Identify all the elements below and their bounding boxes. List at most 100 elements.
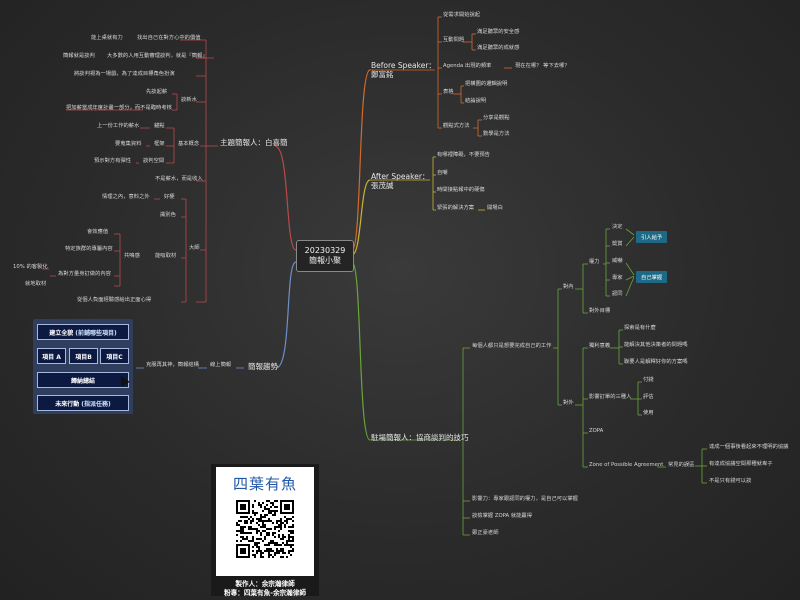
node-self-mock[interactable]: 自嘲 (437, 170, 448, 176)
branch-before-name[interactable]: 鄭富銘 (371, 70, 394, 79)
node-internal[interactable]: 對內 (563, 284, 574, 290)
node-unique-meaning[interactable]: 獨利意義 (589, 343, 611, 349)
panel-action-button[interactable]: 未來行動 (指派任務) (37, 395, 129, 411)
node-not-only-money[interactable]: 不是只有錢可以談 (709, 478, 752, 484)
node-frame[interactable]: 框架 (154, 141, 165, 147)
branch-after-title[interactable]: After Speaker： (371, 172, 430, 181)
node-conclusion[interactable]: 結論說明 (465, 98, 487, 104)
node-agreement-space[interactable]: 有達成協議空間那種就卑子 (709, 461, 773, 467)
node-good-hook[interactable]: 好梗 (164, 194, 175, 200)
node-own-job[interactable]: 每個人都只是想要完成自己的工作 (472, 343, 552, 349)
node-flexible[interactable]: 預示對方有彈性 (94, 158, 132, 164)
node-no-preview[interactable]: 有哪裡障礙，不要預告 (437, 152, 490, 158)
node-where[interactable]: 現在在哪？ 等下去哪？ (515, 63, 570, 69)
node-recognize[interactable]: 認同 (612, 291, 623, 297)
node-negative-exp[interactable]: 從個人負面經驗感給出正面心得 (77, 297, 152, 303)
node-resonance[interactable]: 共鳴感 (124, 253, 140, 259)
node-use[interactable]: 使用 (643, 410, 654, 416)
branch-bai-title[interactable]: 主題簡報人：白喜簡 (220, 138, 288, 147)
node-custom[interactable]: 10% 的客製化 (13, 264, 48, 270)
node-zone-agreement[interactable]: Zone of Possible Agreement (589, 462, 664, 468)
qr-module (250, 522, 252, 524)
root-node[interactable]: 20230329 簡報小聚 (296, 240, 354, 272)
tag-others-give[interactable]: 引人給予 (636, 231, 668, 243)
node-table[interactable]: 表格 (443, 89, 454, 95)
qr-module (272, 540, 274, 542)
node-structure[interactable]: 克服再其神，簡報結構 (146, 362, 199, 368)
node-evaluate[interactable]: 評估 (643, 394, 654, 400)
node-raise-plan[interactable]: 把加薪當成年度計畫一部分，而不是臨時考核 (66, 105, 172, 111)
node-effect[interactable]: 會效應值 (87, 229, 109, 235)
node-anchor[interactable]: 錨點 (154, 123, 165, 129)
node-explain-plan[interactable]: 聯要人是解釋好你的方案嗎 (624, 359, 688, 365)
node-bad-deal[interactable]: 達成一個事後看起來不理明的協議 (709, 444, 789, 450)
node-logic[interactable]: 把橫圖的邏輯說明 (465, 81, 508, 87)
node-math-method[interactable]: 數學是方法 (483, 131, 510, 137)
node-external-goal[interactable]: 對外目標 (589, 308, 611, 314)
qr-module (242, 516, 244, 518)
branch-after-name[interactable]: 張茂誠 (371, 181, 394, 190)
branch-trend-title[interactable]: 簡報趨勢 (248, 362, 278, 371)
node-local[interactable]: 就地取材 (25, 281, 47, 287)
node-pay[interactable]: 付錢 (643, 377, 654, 383)
node-teacher[interactable]: 鄭正豪老師 (472, 530, 499, 536)
qr-code-icon[interactable] (236, 500, 294, 558)
node-agenda[interactable]: Agenda 出現的頻率 (443, 63, 492, 69)
node-achievement[interactable]: 滿足聽眾的成就感 (477, 45, 520, 51)
qr-module (260, 550, 262, 552)
node-income[interactable]: 不是薪水，而是收入 (155, 176, 203, 182)
qr-module (274, 510, 276, 512)
qr-module (274, 506, 276, 508)
node-color[interactable]: 識別色 (160, 212, 176, 218)
node-power[interactable]: 權力 (589, 259, 600, 265)
node-zopa[interactable]: ZOPA (589, 428, 604, 434)
node-basic-concept[interactable]: 基本概念 (178, 141, 200, 147)
node-space[interactable]: 談判空間 (143, 158, 165, 164)
node-local-material[interactable]: 能吸取材 (155, 253, 177, 259)
node-shang-zhuo[interactable]: 能上桌就有力 (91, 35, 123, 41)
branch-before-title[interactable]: Before Speaker： (371, 61, 436, 70)
node-viewpoint[interactable]: 觀點式方法 (443, 123, 470, 129)
panel-item-b-button[interactable]: 項目B (69, 348, 98, 364)
node-external[interactable]: 對外 (563, 400, 574, 406)
node-threat[interactable]: 威嚇 (612, 258, 623, 264)
node-zopa-win[interactable]: 談檢掌握 ZOPA 就能贏得 (472, 513, 533, 519)
node-decide[interactable]: 決定 (612, 224, 623, 230)
panel-item-a-button[interactable]: 項目 A (37, 348, 66, 364)
node-nervous-solution[interactable]: 緊張的解決方案 (437, 205, 475, 211)
node-master[interactable]: 大師 (189, 245, 200, 251)
node-start-salary[interactable]: 先談起薪 (146, 89, 168, 95)
branch-negotiation-title[interactable]: 駐場簡報人：協商談判的技巧 (371, 433, 469, 442)
node-expert[interactable]: 專家 (612, 275, 623, 281)
node-majority[interactable]: 大多數的人用互動審理談判，就是『簡報』 (107, 53, 208, 59)
node-drama[interactable]: 將談判視為一場戲，為了達成目標角色扮演 (74, 71, 175, 77)
node-reward[interactable]: 獎賞 (612, 241, 623, 247)
node-time-flaw[interactable]: 時間接點報中的硬傷 (437, 187, 485, 193)
node-online[interactable]: 線上簡報 (210, 362, 232, 368)
node-value[interactable]: 找出自己在對方心中的價值 (137, 35, 201, 41)
node-salary[interactable]: 談新水 (181, 97, 197, 103)
node-collect-data[interactable]: 要蒐集資料 (115, 141, 142, 147)
panel-overview-button[interactable]: 建立全貌 (前鋪哪些項目) (37, 324, 129, 340)
tag-self-control[interactable]: 自己掌握 (636, 271, 668, 283)
node-share-view[interactable]: 分享是觀點 (483, 115, 510, 121)
node-interaction[interactable]: 互動問題 (443, 37, 465, 43)
node-from-need[interactable]: 從需求開始說起 (443, 12, 481, 18)
node-explore[interactable]: 探索是有什麼 (624, 325, 656, 331)
qr-module (280, 520, 282, 522)
node-last-salary[interactable]: 上一份工作的薪水 (97, 123, 140, 129)
node-surprise[interactable]: 情理之內，意料之外 (102, 194, 150, 200)
node-opening[interactable]: 開場白 (487, 205, 503, 211)
panel-summary-button[interactable]: 歸納總結 (37, 372, 129, 388)
qr-module (250, 540, 252, 542)
panel-item-c-button[interactable]: 項目C (100, 348, 129, 364)
node-influence-power[interactable]: 影響力：專家跟認同的權力，是自己可以掌握 (472, 496, 578, 502)
node-solve-problem[interactable]: 能解決其他決策者的問題嗎 (624, 342, 688, 348)
node-group-content[interactable]: 特定族群的專屬內容 (65, 246, 113, 252)
node-common-mistake[interactable]: 常見的誤區 (668, 462, 695, 468)
node-safety[interactable]: 滿足聽眾的安全感 (477, 29, 520, 35)
qr-module (270, 542, 272, 544)
node-tailored[interactable]: 為對方量身訂做的內容 (58, 271, 111, 277)
node-jianbao-tanpan[interactable]: 簡報就是談判 (63, 53, 95, 59)
node-three-people[interactable]: 影響訂單的三種人 (589, 394, 632, 400)
